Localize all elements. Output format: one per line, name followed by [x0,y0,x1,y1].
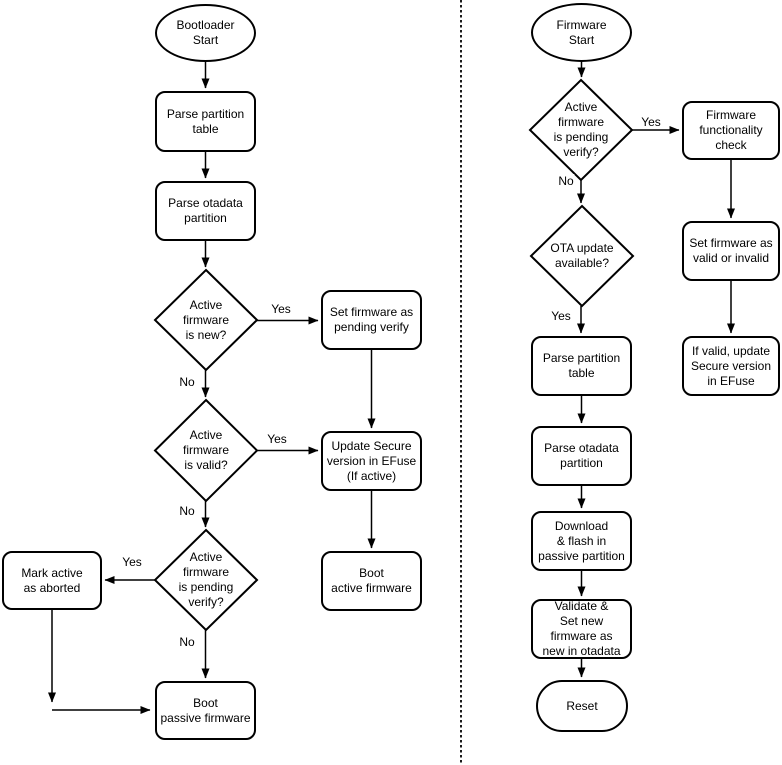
decision-fw-active-firmware-pending-verify: Active firmware is pending verify? [530,80,632,180]
node-validate-set-new-firmware: Validate & Set new firmware as new in ot… [531,599,632,659]
node-label: Boot active firmware [331,566,412,595]
node-firmware-functionality-check: Firmware functionality check [682,101,780,160]
node-set-firmware-pending-verify: Set firmware as pending verify [321,290,422,350]
node-label: Parse otadata partition [168,196,243,225]
node-label: Parse partition table [166,106,245,136]
node-label: OTA update available? [550,241,614,270]
node-label: Active firmware is pending verify? [553,100,609,159]
edge-label-is-new-no: No [178,375,196,389]
node-boot-passive-firmware: Boot passive firmware [155,681,256,740]
node-fw-parse-partition-table: Parse partition table [531,336,632,396]
node-mark-active-aborted: Mark active as aborted [2,551,102,610]
node-label: Reset [566,698,598,713]
edge-label-is-valid-no: No [178,504,196,518]
node-label: Bootloader Start [176,18,235,47]
node-label: Parse otadata partition [544,441,619,470]
node-label: Boot passive firmware [160,695,251,725]
node-label: Firmware Start [556,17,607,47]
edge-label-fw-pending-yes: Yes [640,115,662,129]
node-fw-parse-otadata-partition: Parse otadata partition [531,426,632,486]
node-label: Firmware functionality check [699,108,763,152]
decision-active-firmware-pending-verify: Active firmware is pending verify? [155,530,257,630]
edge-label-is-new-yes: Yes [270,302,292,316]
node-label: Download & flash in passive partition [538,518,625,563]
decision-active-firmware-is-new: Active firmware is new? [155,270,257,370]
node-firmware-start: Firmware Start [531,3,632,62]
node-label: Mark active as aborted [21,565,83,595]
decision-active-firmware-is-valid: Active firmware is valid? [155,400,257,501]
node-label: Parse partition table [542,351,621,380]
node-label: Set firmware as pending verify [329,305,414,334]
node-set-firmware-valid-invalid: Set firmware as valid or invalid [682,221,780,281]
decision-ota-update-available: OTA update available? [531,206,633,306]
edge-label-fw-pending-no: No [557,174,575,188]
node-label: Active firmware is valid? [182,428,229,472]
node-if-valid-update-secure: If valid, update Secure version in EFuse [682,336,780,396]
node-boot-active-firmware: Boot active firmware [321,551,422,611]
edge-label-pending-verify-no: No [178,635,196,649]
node-label: If valid, update Secure version in EFuse [690,343,772,388]
node-parse-partition-table: Parse partition table [155,91,256,152]
node-bootloader-start: Bootloader Start [155,4,256,62]
node-label: Update Secure version in EFuse (If activ… [326,438,417,483]
node-label: Set firmware as valid or invalid [689,236,773,265]
diamond-shape [531,206,633,306]
edge-label-ota-yes: Yes [550,309,572,323]
edge-label-pending-verify-yes: Yes [121,555,143,569]
node-download-flash-passive: Download & flash in passive partition [531,511,632,571]
edge-label-is-valid-yes: Yes [266,432,288,446]
node-label: Validate & Set new firmware as new in ot… [542,599,621,658]
node-parse-otadata-partition: Parse otadata partition [155,181,256,241]
node-label: Active firmware is pending verify? [178,550,234,609]
node-label: Active firmware is new? [182,297,229,342]
node-reset: Reset [536,680,628,732]
node-update-secure-version: Update Secure version in EFuse (If activ… [321,431,422,491]
